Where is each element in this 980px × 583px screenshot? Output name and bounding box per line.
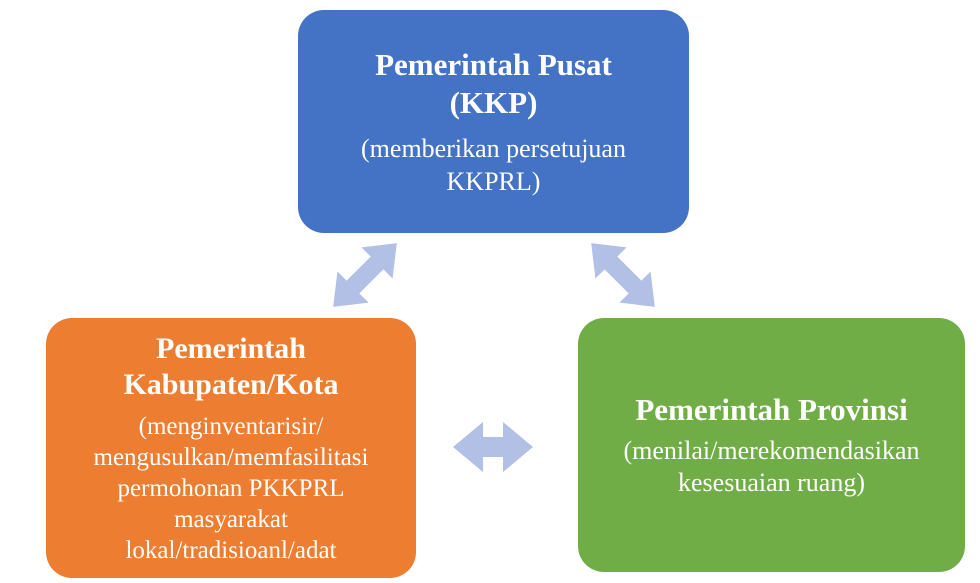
double-arrow-pusat-provinsi-icon [559,211,686,338]
node-pemerintah-provinsi: Pemerintah Provinsi (menilai/merekomenda… [578,318,965,572]
node-description: (memberikan persetujuan KKPRL) [361,132,626,198]
node-pemerintah-pusat: Pemerintah Pusat (KKP) (memberikan perse… [298,10,689,233]
node-desc-line: (menilai/merekomendasikan [623,436,920,465]
node-title-line: Pemerintah [156,331,306,365]
node-description: (menilai/merekomendasikan kesesuaian rua… [623,435,919,499]
node-desc-line: KKPRL) [446,166,541,196]
node-title: Pemerintah Provinsi [635,391,907,429]
node-title-line: (KKP) [449,84,538,120]
node-title-line: Kabupaten/Kota [123,367,339,401]
double-arrow-kabupaten-provinsi-icon [453,418,533,476]
node-desc-line: (memberikan persetujuan [361,133,626,163]
node-title-line: Pemerintah Provinsi [635,392,908,427]
node-title: Pemerintah Pusat (KKP) [375,46,612,122]
node-desc-line: kesesuaian ruang) [678,468,865,497]
node-pemerintah-kabupaten-kota: Pemerintah Kabupaten/Kota (menginventari… [46,318,416,578]
node-description: (menginventarisir/ mengusulkan/memfasili… [94,411,369,566]
node-desc-line: (menginventarisir/ [138,412,324,440]
node-title: Pemerintah Kabupaten/Kota [123,331,338,403]
node-desc-line: mengusulkan/memfasilitasi [93,443,369,471]
node-desc-line: permohonan PKKPRL [117,474,345,502]
node-title-line: Pemerintah Pusat [375,46,612,82]
node-desc-line: lokal/tradisioanl/adat [125,536,337,564]
double-arrow-pusat-kabupaten-icon [301,211,428,338]
node-desc-line: masyarakat [174,505,288,533]
